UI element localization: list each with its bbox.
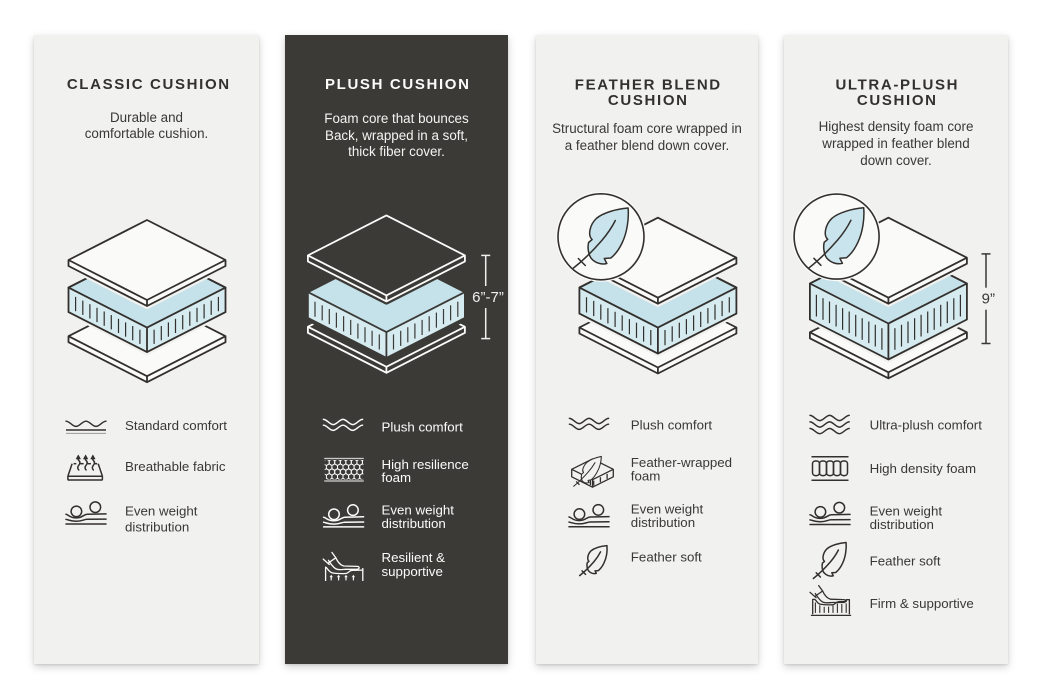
svg-text:a feather blend down cover.: a feather blend down cover. — [565, 138, 730, 153]
svg-text:Back, wrapped in a soft,: Back, wrapped in a soft, — [325, 128, 468, 143]
svg-text:comfortable cushion.: comfortable cushion. — [85, 126, 209, 141]
svg-text:Even weight: Even weight — [125, 503, 198, 518]
svg-text:High resilience: High resilience — [382, 457, 469, 472]
svg-text:foam: foam — [631, 468, 661, 483]
svg-text:wrapped in feather blend: wrapped in feather blend — [821, 136, 969, 151]
svg-text:distribution: distribution — [382, 516, 446, 531]
svg-text:Even weight: Even weight — [382, 503, 455, 518]
svg-text:Structural foam core wrapped i: Structural foam core wrapped in — [552, 121, 742, 136]
svg-text:Resilient &: Resilient & — [382, 550, 446, 565]
svg-text:9”: 9” — [982, 291, 995, 308]
svg-text:Feather soft: Feather soft — [631, 549, 702, 564]
svg-text:Durable and: Durable and — [110, 110, 183, 125]
svg-text:High density foam: High density foam — [870, 461, 976, 476]
svg-text:Standard comfort: Standard comfort — [125, 418, 227, 433]
svg-text:distribution: distribution — [125, 519, 189, 534]
svg-text:Foam core that bounces: Foam core that bounces — [324, 111, 469, 126]
svg-text:foam: foam — [382, 470, 412, 485]
svg-text:FEATHER BLEND: FEATHER BLEND — [575, 76, 722, 93]
svg-text:Highest density foam core: Highest density foam core — [819, 119, 974, 134]
svg-text:Even weight: Even weight — [870, 503, 943, 518]
svg-text:CUSHION: CUSHION — [608, 92, 689, 109]
svg-text:Firm & supportive: Firm & supportive — [870, 596, 974, 611]
svg-text:6”-7”: 6”-7” — [472, 289, 504, 306]
svg-text:Even weight: Even weight — [631, 502, 704, 517]
svg-text:CLASSIC CUSHION: CLASSIC CUSHION — [67, 76, 231, 93]
svg-text:PLUSH CUSHION: PLUSH CUSHION — [325, 76, 471, 93]
svg-text:ULTRA-PLUSH: ULTRA-PLUSH — [835, 76, 959, 93]
svg-text:supportive: supportive — [382, 564, 443, 579]
svg-text:thick fiber cover.: thick fiber cover. — [348, 144, 445, 159]
svg-text:distribution: distribution — [870, 517, 934, 532]
svg-text:Feather soft: Feather soft — [870, 554, 941, 569]
svg-text:distribution: distribution — [631, 515, 695, 530]
svg-text:Ultra-plush comfort: Ultra-plush comfort — [870, 417, 983, 432]
svg-text:Breathable fabric: Breathable fabric — [125, 459, 226, 474]
svg-text:Plush comfort: Plush comfort — [631, 417, 713, 432]
svg-text:Plush comfort: Plush comfort — [382, 420, 464, 435]
svg-text:Feather-wrapped: Feather-wrapped — [631, 455, 732, 470]
svg-text:down cover.: down cover. — [860, 153, 931, 168]
svg-text:CUSHION: CUSHION — [857, 92, 938, 109]
